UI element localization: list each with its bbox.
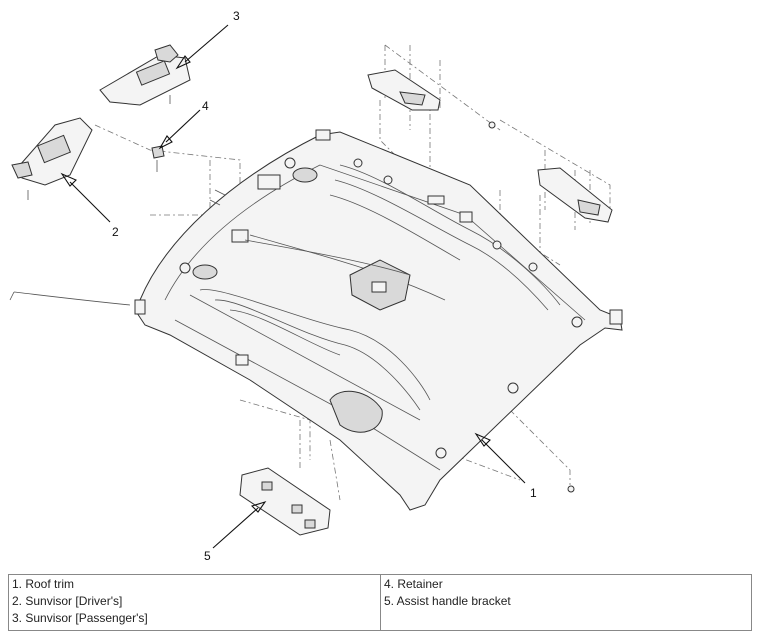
wire-harness: [209, 189, 411, 276]
rear-bracket-lower: [537, 167, 613, 223]
legend-item-retainer: 4. Retainer: [384, 577, 443, 591]
clip: [567, 485, 575, 493]
legend-right-column: 4. Retainer 5. Assist handle bracket: [380, 574, 752, 631]
callout-sunvisor-passenger: 3: [233, 9, 240, 23]
parts-legend-table: 1. Roof trim 2. Sunvisor [Driver's] 3. S…: [8, 574, 752, 631]
callout-sunvisor-driver: 2: [112, 225, 119, 239]
callout-assist-handle-bracket: 5: [204, 549, 211, 563]
assist-handle-bracket: [239, 467, 331, 536]
antenna-cable: [9, 291, 131, 306]
rear-bracket-upper: [367, 69, 441, 111]
legend-left-column: 1. Roof trim 2. Sunvisor [Driver's] 3. S…: [8, 574, 381, 631]
legend-item-roof-trim: 1. Roof trim: [12, 577, 75, 591]
legend-item-sunvisor-driver: 2. Sunvisor [Driver's]: [12, 594, 123, 608]
callout-roof-trim: 1: [530, 486, 537, 500]
legend-item-assist-handle-bracket: 5. Assist handle bracket: [384, 594, 511, 608]
leader-lines: [60, 24, 526, 549]
callout-retainer: 4: [202, 99, 209, 113]
roof-trim-exploded-diagram: 1 2 3 4 5: [9, 9, 623, 563]
clip: [488, 121, 496, 129]
sunvisor-driver: [11, 117, 93, 200]
legend-item-sunvisor-passenger: 3. Sunvisor [Passenger's]: [12, 611, 148, 625]
sunvisor-passenger: [99, 44, 191, 106]
retainer: [151, 145, 165, 172]
roof-trim: [134, 129, 623, 511]
